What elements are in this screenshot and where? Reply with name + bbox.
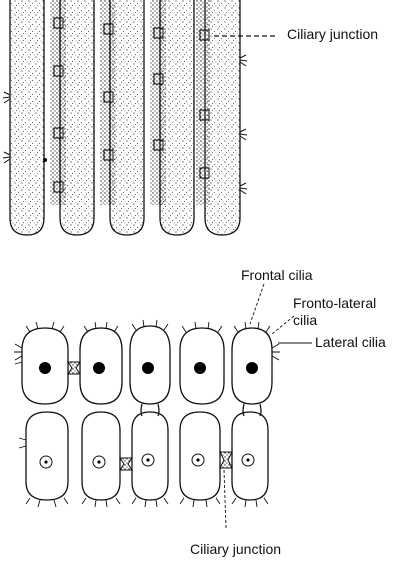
leader-fronto-lateral xyxy=(272,316,294,334)
label-fronto-lateral-line2: cilia xyxy=(293,313,317,328)
label-lateral-cilia: Lateral cilia xyxy=(315,335,386,350)
interfilament-strip-4 xyxy=(196,0,210,205)
interfilament-strip-1 xyxy=(50,0,66,205)
label-frontal-cilia: Frontal cilia xyxy=(241,268,313,283)
filament-5 xyxy=(205,0,240,235)
filament-1 xyxy=(10,0,44,235)
interfilament-strip-3 xyxy=(150,0,166,205)
label-ciliary-junction-top: Ciliary junction xyxy=(287,27,378,42)
leader-frontal-cilia xyxy=(250,284,264,324)
leader-ciliary-junction-bottom xyxy=(224,470,226,528)
label-ciliary-junction-bottom: Ciliary junction xyxy=(190,542,281,557)
label-fronto-lateral-line1: Fronto-lateral xyxy=(293,296,376,311)
filament-longitudinal-view xyxy=(3,0,276,235)
filament-cross-section xyxy=(14,284,312,528)
